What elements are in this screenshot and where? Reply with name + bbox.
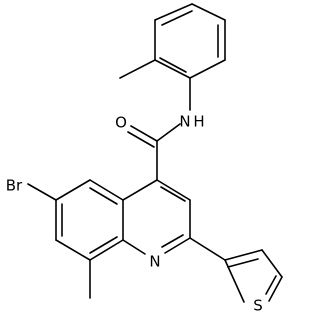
bond	[55, 239, 91, 261]
bond	[156, 123, 181, 142]
chemical-structure-diagram: Br O N H N S	[6, 3, 283, 315]
oxygen-atom-label: O	[115, 114, 127, 132]
bond	[224, 249, 263, 261]
bond	[122, 179, 158, 201]
bond	[224, 259, 245, 303]
bond	[261, 249, 283, 278]
bond	[154, 59, 191, 79]
bromine-atom-label: Br	[6, 177, 23, 195]
bond	[89, 239, 124, 261]
quinoline-nitrogen-atom-label: N	[149, 253, 160, 271]
bond	[27, 183, 57, 201]
bond	[189, 237, 226, 261]
bond	[227, 258, 259, 268]
sulfur-atom-label: S	[253, 297, 263, 315]
bond	[164, 237, 191, 254]
amide-nitrogen-atom-label: N	[179, 113, 190, 131]
bond	[160, 186, 186, 202]
bond	[189, 59, 226, 79]
bond	[191, 3, 226, 21]
bond	[127, 131, 155, 148]
bond	[55, 179, 91, 201]
atom-labels: Br O N H N S	[6, 113, 263, 315]
bond	[154, 3, 193, 21]
bond	[161, 10, 193, 26]
bond	[130, 125, 158, 142]
bond	[119, 59, 156, 79]
bond	[268, 276, 283, 302]
bond	[89, 236, 118, 254]
bond	[161, 234, 184, 248]
bond	[159, 57, 187, 73]
bond	[89, 187, 118, 205]
bond	[89, 179, 124, 201]
bond	[122, 239, 146, 255]
bond	[156, 179, 191, 201]
bond	[265, 275, 277, 295]
bonds	[27, 3, 283, 303]
amide-hydrogen-atom-label: H	[193, 113, 204, 131]
